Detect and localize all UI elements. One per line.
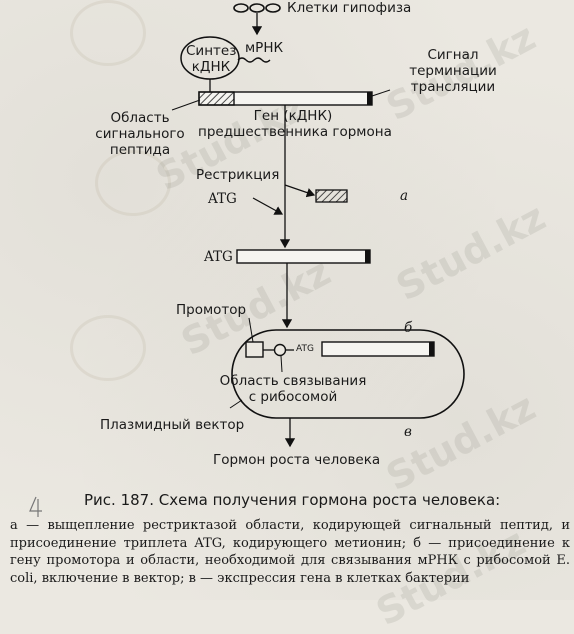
label-gene-line2: предшественника гормона (198, 124, 392, 140)
label-signal-line1: Область (110, 110, 170, 126)
label-atg-3: ATG (296, 344, 314, 354)
label-plasmid-vector: Плазмидный вектор (100, 417, 245, 433)
promoter-box (245, 341, 264, 358)
label-restriction: Рестрикция (196, 167, 280, 183)
leader-binding-region (280, 355, 283, 373)
label-ribosome-binding: Область связывания с рибосомой (218, 373, 368, 405)
signal-peptide-region (198, 91, 235, 106)
label-synthesis-line2: кДНК (191, 59, 231, 75)
termination-signal-mark (367, 92, 372, 105)
label-termination-signal: Сигнал терминации трансляции (398, 47, 508, 95)
figure-caption-title: Рис. 187. Схема получения гормона роста … (84, 491, 501, 509)
label-mrna: мРНК (245, 40, 284, 56)
label-cdna-synthesis: Синтез кДНК (186, 43, 236, 75)
mrna-wave-icon (237, 57, 271, 63)
label-step-v: в (404, 424, 412, 440)
leader-termination (371, 89, 391, 97)
label-signal-line3: пептида (109, 142, 171, 158)
label-pituitary-cells: Клетки гипофиза (287, 0, 412, 16)
ribosome-binding-site-icon (273, 343, 287, 357)
gene-with-atg-end-mark (365, 250, 370, 263)
figure-caption-body: а — выщепление рестриктазой области, код… (10, 518, 570, 586)
label-signal-line2: сигнального (95, 126, 185, 142)
margin-pencil-mark (29, 496, 42, 517)
label-term-line3: трансляции (410, 79, 496, 95)
arrow-restriction (284, 184, 316, 198)
leader-plasmid-vector (229, 399, 243, 409)
leader-promoter (248, 317, 254, 343)
label-term-line2: терминации (409, 63, 497, 79)
label-atg-1: ATG (208, 191, 237, 207)
label-term-line1: Сигнал (427, 47, 479, 63)
pituitary-cells-icon (233, 3, 281, 13)
label-synthesis-line1: Синтез (186, 43, 237, 59)
label-product: Гормон роста человека (213, 452, 381, 468)
label-signal-peptide-region: Область сигнального пептида (90, 110, 190, 158)
gene-with-atg-bar (236, 249, 371, 264)
label-gene-precursor: Ген (кДНК) предшественника гормона (198, 108, 392, 140)
diagram-canvas (29, 3, 465, 517)
label-atg-2: ATG (204, 249, 233, 265)
inserted-gene-end-mark (429, 342, 434, 356)
plasmid-vector-loop (231, 329, 465, 419)
label-binding-line2: с рибосомой (248, 389, 338, 405)
label-binding-line1: Область связывания (219, 373, 367, 389)
arrow-atg-added (252, 197, 284, 215)
leader-signal-region (171, 99, 201, 111)
excised-fragment (315, 189, 348, 203)
label-step-b: б (404, 320, 413, 336)
label-step-a: а (400, 188, 409, 204)
inserted-gene-bar (321, 341, 435, 357)
label-gene-line1: Ген (кДНК) (253, 108, 333, 124)
label-promoter: Промотор (176, 302, 247, 318)
